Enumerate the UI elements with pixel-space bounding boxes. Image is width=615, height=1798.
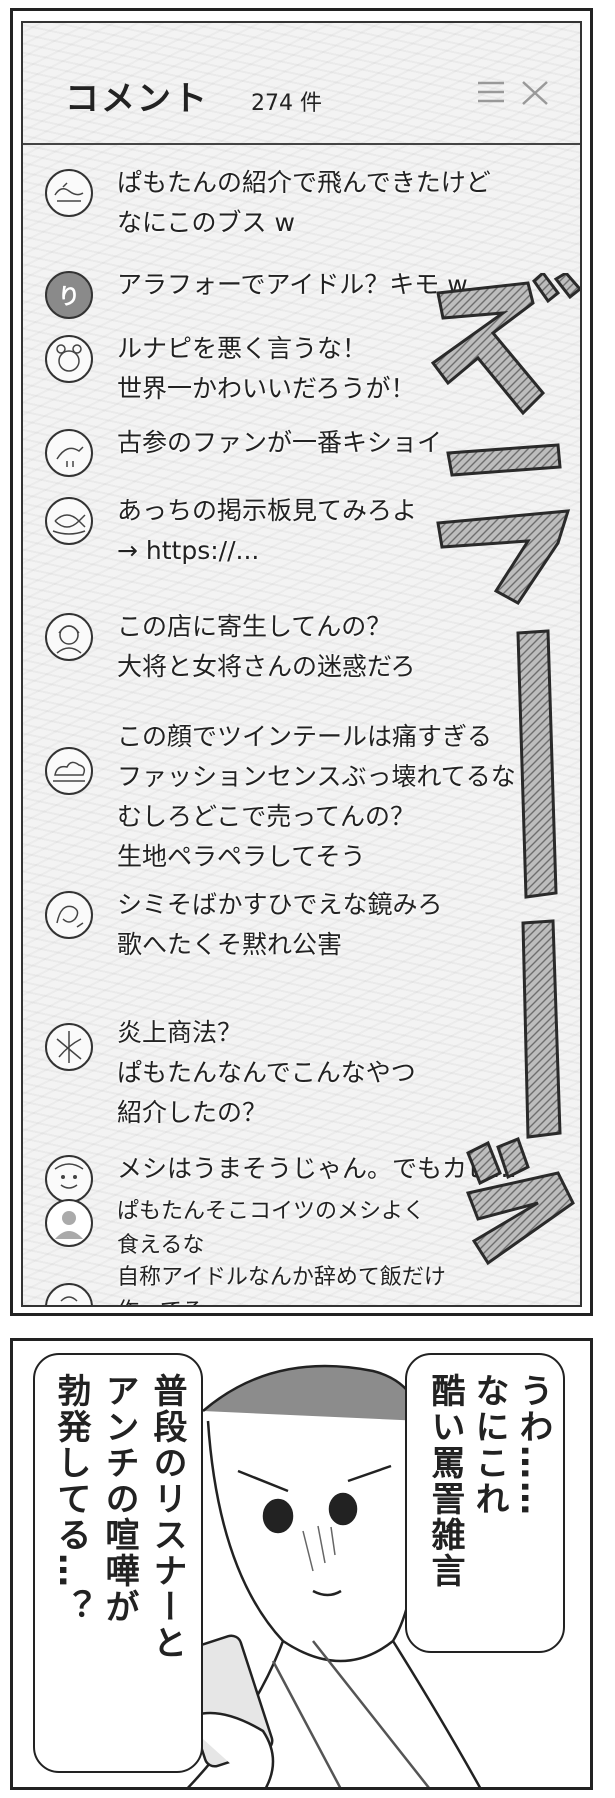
comment-text: 自称アイドルなんか辞めて飯だけ作ってろ (117, 1265, 446, 1305)
comment-text: 古参のファンが一番キショイ (117, 428, 443, 457)
comment-count: 274 件 (251, 91, 322, 116)
comment-text: アラフォーでアイドル？キモ w (117, 270, 468, 299)
comment-text: ぱもたんの紹介で飛んできたけどなにこのブス w (117, 168, 491, 237)
bird-avatar[interactable] (45, 429, 93, 477)
emblem-avatar[interactable] (45, 169, 93, 217)
comment-text: この店に寄生してんの？大将と女将さんの迷惑だろ (117, 612, 416, 681)
comment-screen: コメント 274 件 (21, 21, 582, 1307)
comment-panel: コメント 274 件 (10, 8, 593, 1316)
comment-text: 炎上商法？ぱもたんなんでこんなやつ紹介したの？ (117, 1018, 416, 1127)
speech-bubble-right: うわ…… なにこれ 酷い罵詈雑言 (405, 1353, 565, 1653)
bubble-line: 酷い罵詈雑言 (425, 1373, 465, 1589)
default-user-avatar[interactable] (45, 1199, 93, 1247)
reaction-panel: うわ…… なにこれ 酷い罵詈雑言 普段のリスナーと アンチの喧嘩が 勃発してる…… (10, 1338, 593, 1790)
bubble-line: 普段のリスナーと (147, 1373, 187, 1661)
swirl-avatar[interactable] (45, 891, 93, 939)
fish-avatar[interactable] (45, 497, 93, 545)
girl-avatar[interactable] (45, 613, 93, 661)
comment-text: あっちの掲示板見てみろよ→ https://... (117, 496, 418, 565)
comment-text: シミそばかすひでえな鏡みろ歌へたくそ黙れ公害 (117, 890, 443, 959)
close-x-icon[interactable] (520, 79, 550, 107)
header-divider (23, 143, 580, 145)
face-avatar[interactable] (45, 1155, 93, 1203)
comment-text: ルナピを悪く言うな！世界一かわいいだろうが！ (117, 334, 416, 403)
bubble-line: 勃発してる…？ (51, 1373, 91, 1625)
globe-avatar[interactable] (45, 1023, 93, 1071)
speech-bubble-left: 普段のリスナーと アンチの喧嘩が 勃発してる…？ (33, 1353, 203, 1773)
comment-text: メシはうまそうじゃん。でもカビ… (117, 1154, 518, 1183)
comment-header: コメント 274 件 (23, 23, 580, 141)
comment-list: ぱもたんの紹介で飛んできたけどなにこのブス w り アラフォーでアイドル？キモ … (23, 23, 580, 1305)
food-avatar[interactable] (45, 1283, 93, 1305)
letter-avatar[interactable]: り (45, 271, 93, 319)
menu-lines-icon[interactable] (476, 79, 506, 107)
comment-title: コメント (65, 79, 209, 119)
header-icons (476, 79, 550, 107)
cloud-avatar[interactable] (45, 747, 93, 795)
bubble-line: なにこれ (469, 1373, 509, 1517)
comment-text: ぱもたんそこコイツのメシよく食えるな (117, 1199, 426, 1258)
bubble-line: うわ…… (513, 1373, 553, 1517)
comment-text: この顔でツインテールは痛すぎるファッションセンスぶっ壊れてるなむしろどこで売って… (117, 722, 516, 871)
bubble-line: アンチの喧嘩が (99, 1373, 139, 1625)
animal-avatar[interactable] (45, 335, 93, 383)
